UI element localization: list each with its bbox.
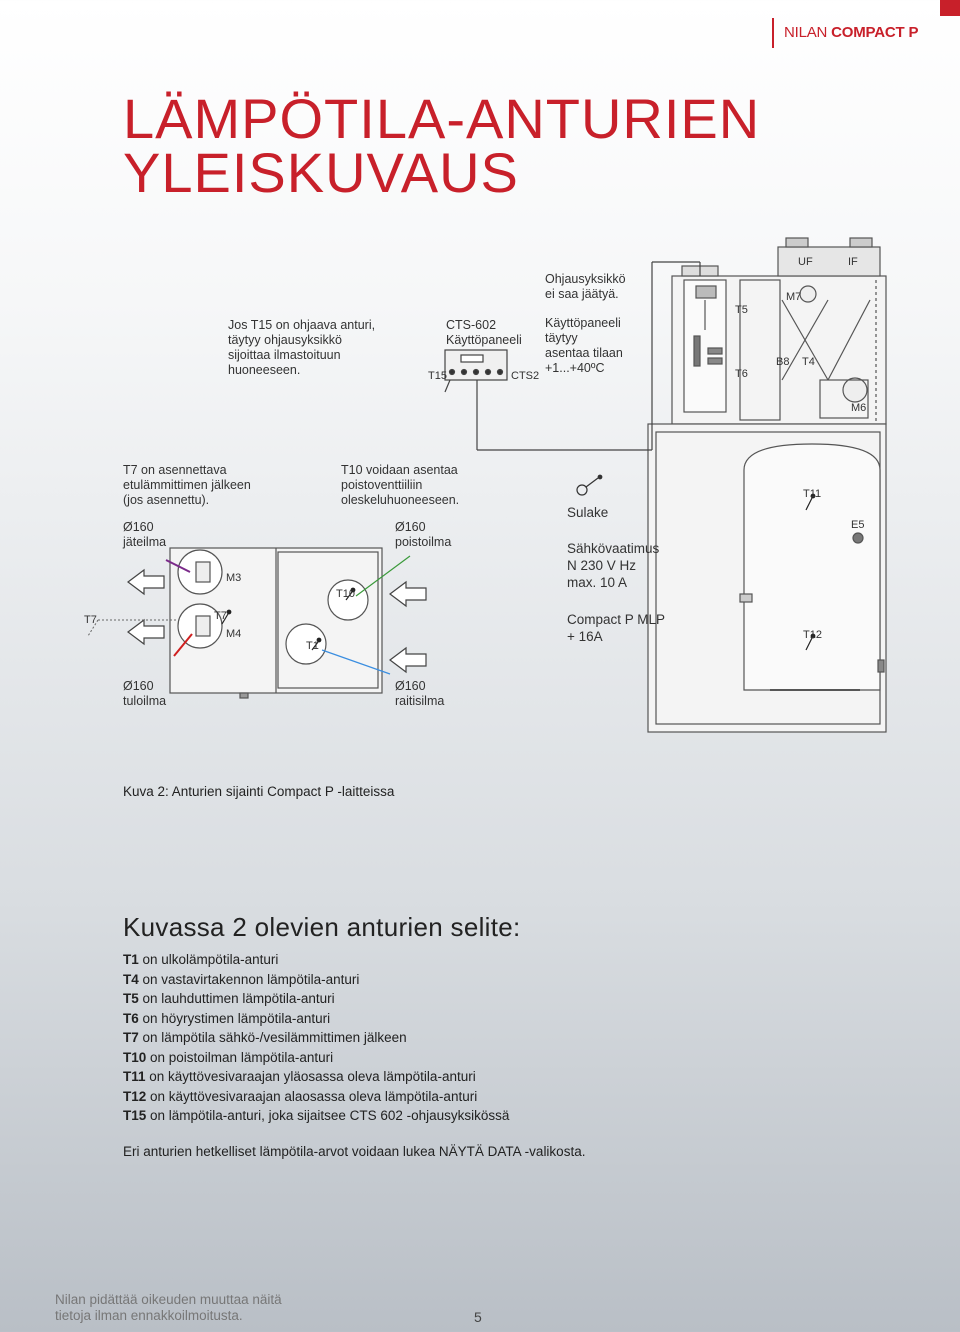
- legend-item: T1 on ulkolämpötila-anturi: [123, 952, 279, 967]
- legend-list: T1 on ulkolämpötila-anturi T4 on vastavi…: [123, 950, 509, 1126]
- label-t7-unit: T7: [214, 610, 227, 622]
- label-cts2: CTS2: [511, 370, 540, 382]
- data-menu-note: Eri anturien hetkelliset lämpötila-arvot…: [123, 1144, 586, 1159]
- legend-item: T7 on lämpötila sähkö-/vesilämmittimen j…: [123, 1030, 407, 1045]
- figure-caption: Kuva 2: Anturien sijainti Compact P -lai…: [123, 784, 395, 799]
- water-tank-unit: [647, 423, 887, 733]
- legend-item: T5 on lauhduttimen lämpötila-anturi: [123, 991, 335, 1006]
- pointer-fresh: [321, 649, 391, 675]
- legend-item: T11 on käyttövesivaraajan yläosassa olev…: [123, 1069, 476, 1084]
- label-m7: M7: [786, 291, 802, 303]
- brand-product: COMPACT P: [831, 24, 919, 41]
- label-e5: E5: [851, 519, 865, 531]
- label-t6: T6: [735, 368, 748, 380]
- legend-item: T12 on käyttövesivaraajan alaosassa olev…: [123, 1088, 478, 1104]
- title-line-1: LÄMPÖTILA-ANTURIEN: [123, 87, 761, 150]
- brand-header: NILAN COMPACT P: [772, 18, 960, 48]
- label-b8: B8: [776, 356, 790, 368]
- label-t10: T10: [336, 588, 355, 600]
- sensor-diagram: [87, 237, 887, 733]
- label-m3: M3: [226, 572, 242, 584]
- legend-title: Kuvassa 2 olevien anturien selite:: [123, 912, 521, 942]
- label-m6: M6: [851, 402, 867, 414]
- airflow-arrows: [127, 568, 427, 674]
- label-t7-outside: T7: [84, 614, 97, 626]
- ventilation-unit: [671, 237, 887, 425]
- label-t11: T11: [803, 488, 822, 500]
- fuse-icon: [576, 474, 603, 496]
- label-t15: T15: [428, 370, 447, 382]
- cts602-panel: [444, 261, 701, 451]
- legend-item: T15 on lämpötila-anturi, joka sijaitsee …: [123, 1108, 510, 1123]
- note-mlp: Compact P MLP+ 16A: [567, 612, 666, 644]
- pointer-extract: [355, 555, 411, 597]
- legend-item: T4 on vastavirtakennon lämpötila-anturi: [123, 971, 360, 987]
- label-m4: M4: [226, 628, 242, 640]
- note-t15: Jos T15 on ohjaava anturi,täytyy ohjausy…: [228, 318, 376, 377]
- label-t12: T12: [803, 629, 822, 641]
- note-fuse: Sulake: [567, 505, 609, 520]
- label-t5: T5: [735, 304, 748, 316]
- legend-item: T6 on höyrystimen lämpötila-anturi: [123, 1010, 331, 1026]
- title-line-2: YLEISKUVAUS: [123, 141, 519, 204]
- page-title: LÄMPÖTILA-ANTURIEN YLEISKUVAUS: [123, 87, 761, 204]
- label-t1: T1: [306, 640, 319, 652]
- page-number: 5: [474, 1309, 482, 1325]
- corner-accent: [940, 0, 960, 16]
- air-unit: [169, 547, 383, 699]
- label-t4: T4: [802, 356, 815, 368]
- label-if: IF: [848, 256, 858, 268]
- pointer-waste: [165, 559, 191, 573]
- label-uf: UF: [798, 256, 813, 268]
- legend-item: T10 on poistoilman lämpötila-anturi: [123, 1049, 334, 1065]
- brand-prefix: NILAN: [784, 24, 828, 41]
- pointer-supply: [173, 633, 193, 657]
